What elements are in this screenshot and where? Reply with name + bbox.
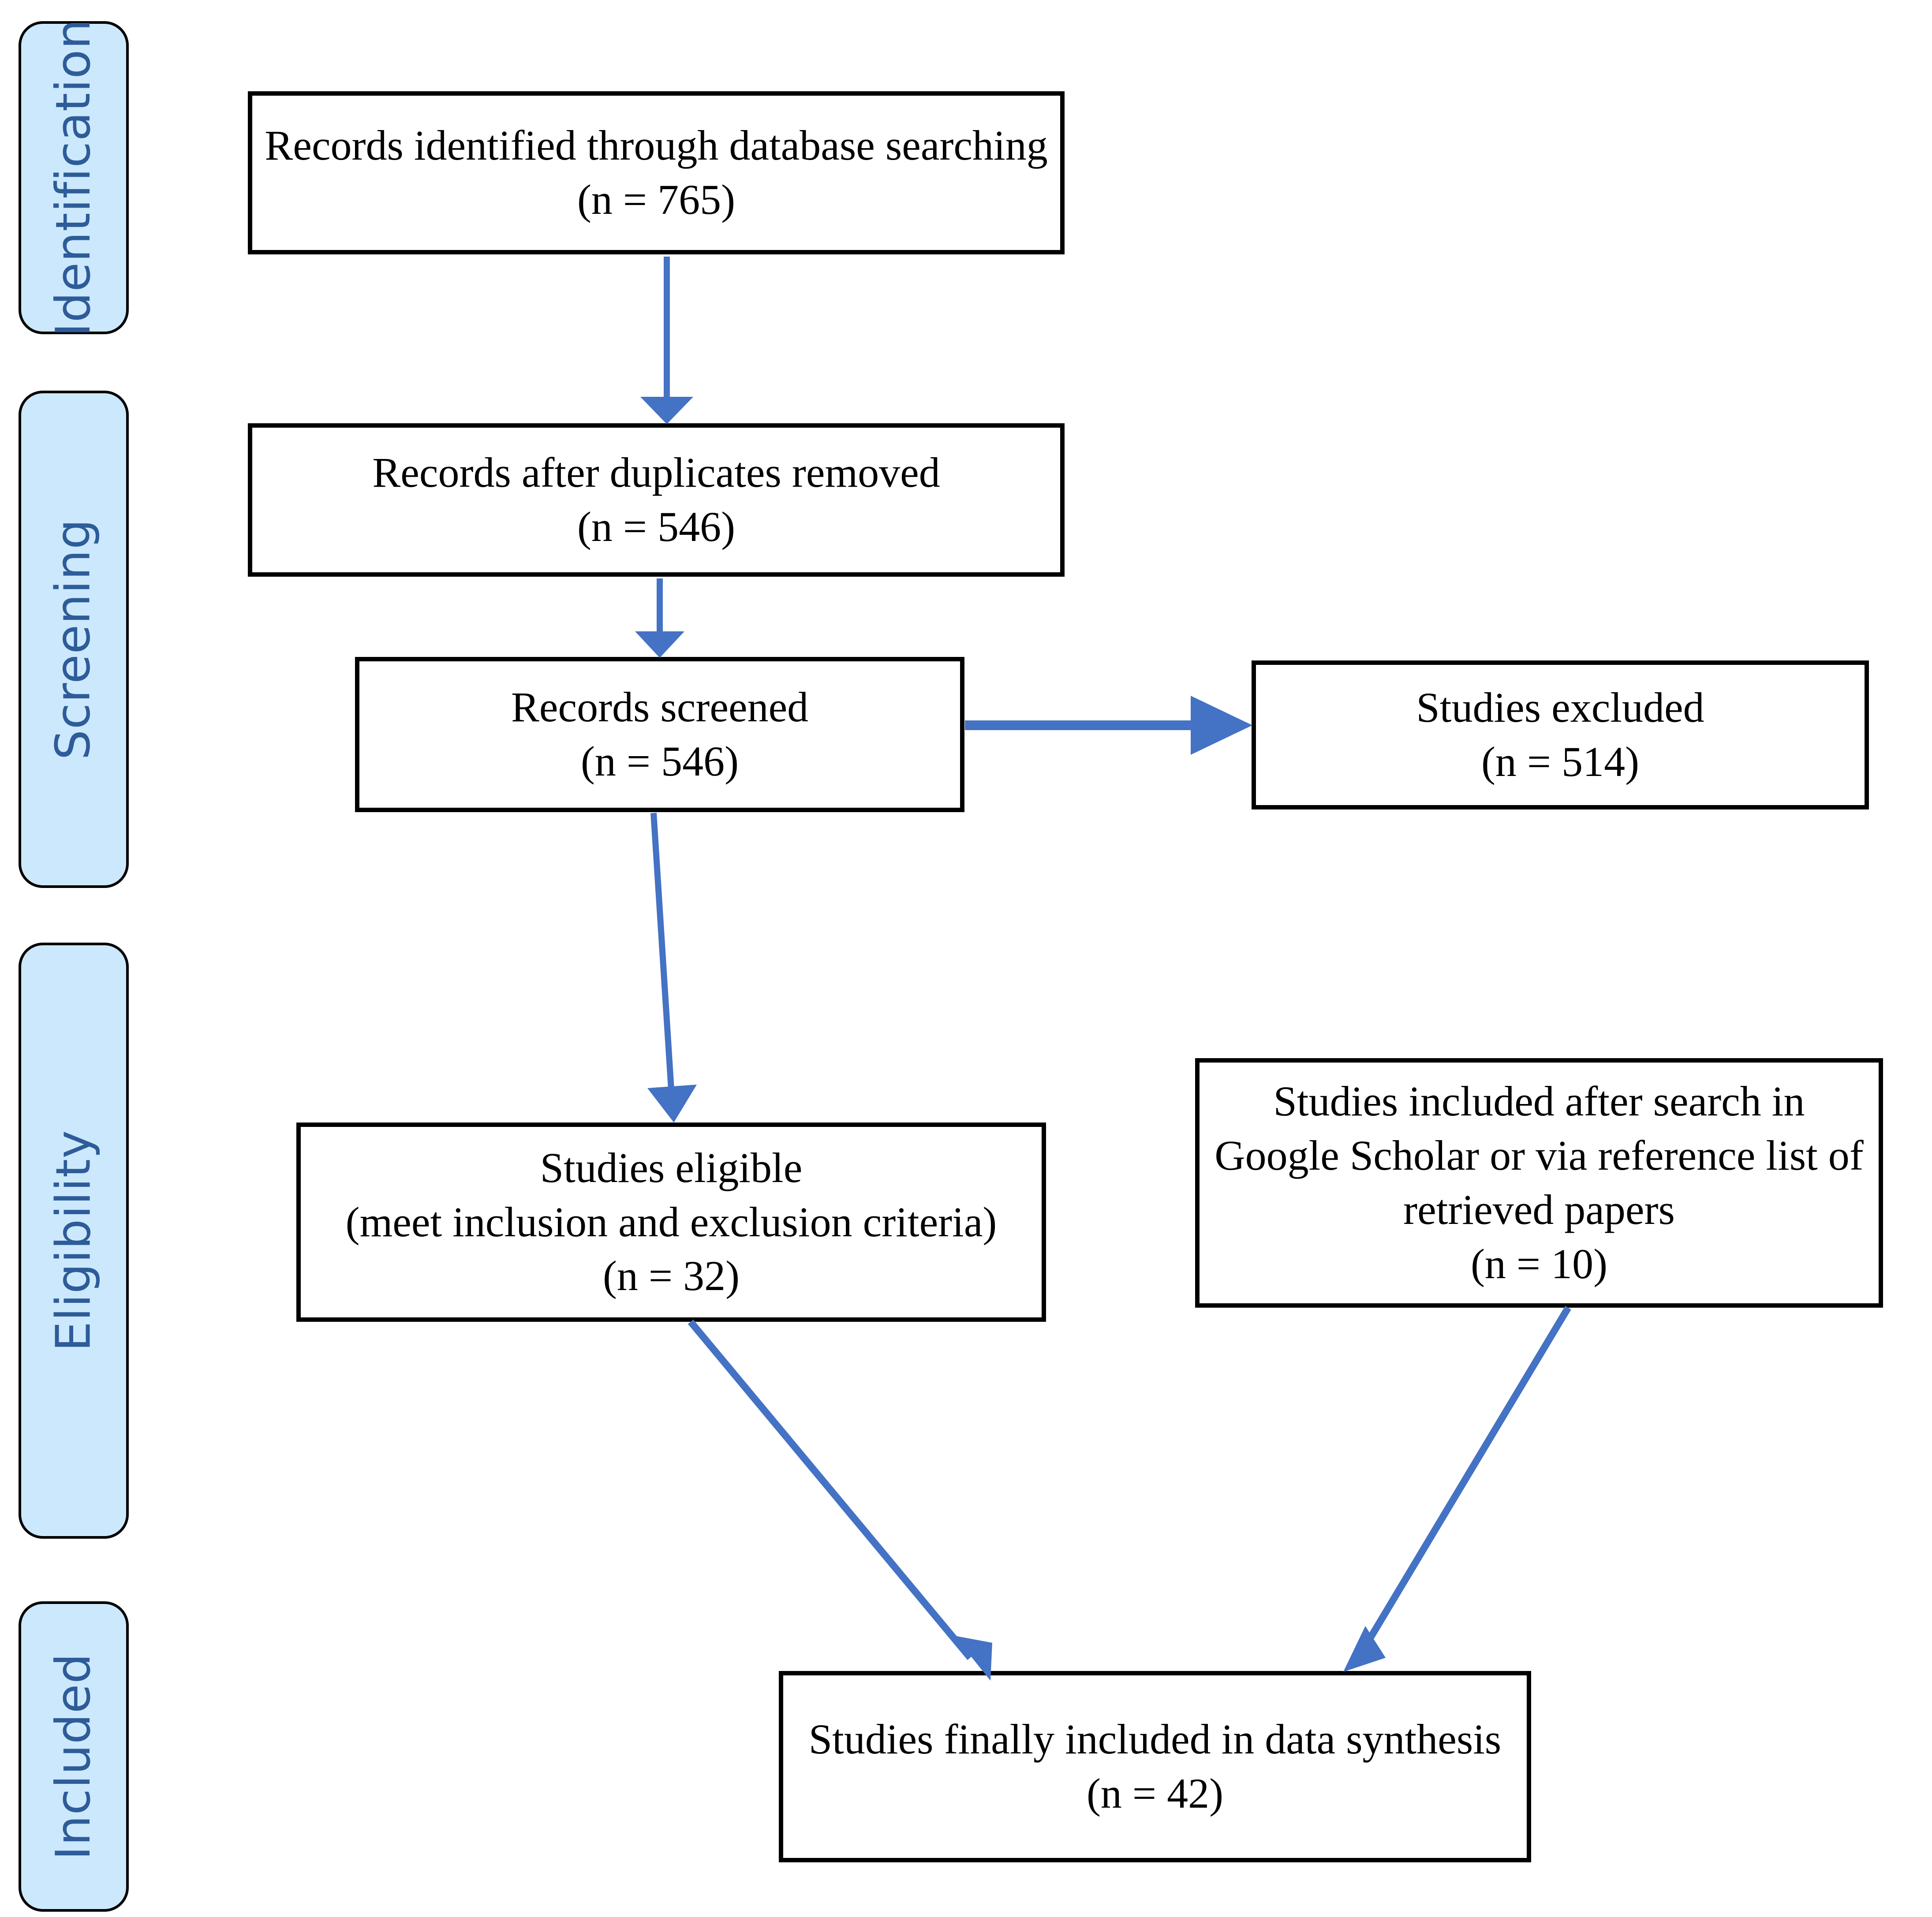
arrow-screened-to-eligible [647,813,697,1123]
flow-box-records-screened: Records screened (n = 546) [355,657,964,812]
flow-box-records-after-duplicates-removed-text: Records after duplicates removed (n = 54… [372,449,940,550]
stage-label-eligibility-text: Eligibility [46,1130,101,1352]
flow-box-studies-excluded: Studies excluded (n = 514) [1252,660,1869,809]
flow-box-studies-eligible: Studies eligible (meet inclusion and exc… [296,1123,1046,1322]
flow-box-studies-included-google-scholar-text: Studies included after search in Google … [1215,1078,1864,1287]
flow-box-records-identified: Records identified through database sear… [248,91,1065,254]
flow-box-studies-excluded-text: Studies excluded (n = 514) [1416,684,1704,785]
flow-box-records-after-duplicates-removed: Records after duplicates removed (n = 54… [248,423,1065,577]
flow-box-studies-finally-included: Studies finally included in data synthes… [779,1671,1531,1862]
stage-label-screening: Screening [19,391,129,888]
stage-label-included: Included [19,1601,129,1912]
arrow-screened-to-excluded [965,696,1252,755]
flow-box-records-identified-text: Records identified through database sear… [265,122,1048,223]
arrow-identified-to-duplicates [640,257,693,424]
flow-box-records-screened-text: Records screened (n = 546) [511,683,809,785]
arrow-scholar-to-final [1343,1305,1571,1672]
stage-label-screening-text: Screening [46,518,101,760]
stage-label-eligibility: Eligibility [19,943,129,1539]
arrow-eligible-to-final [688,1319,992,1681]
stage-label-identification-text: Identification [46,18,101,337]
flow-box-studies-eligible-text: Studies eligible (meet inclusion and exc… [345,1144,997,1300]
flow-box-studies-included-google-scholar: Studies included after search in Google … [1195,1058,1883,1308]
stage-label-included-text: Included [46,1653,101,1860]
stage-label-identification: Identification [19,18,129,337]
arrow-duplicates-to-screened [635,578,684,658]
flow-box-studies-finally-included-text: Studies finally included in data synthes… [808,1716,1502,1817]
